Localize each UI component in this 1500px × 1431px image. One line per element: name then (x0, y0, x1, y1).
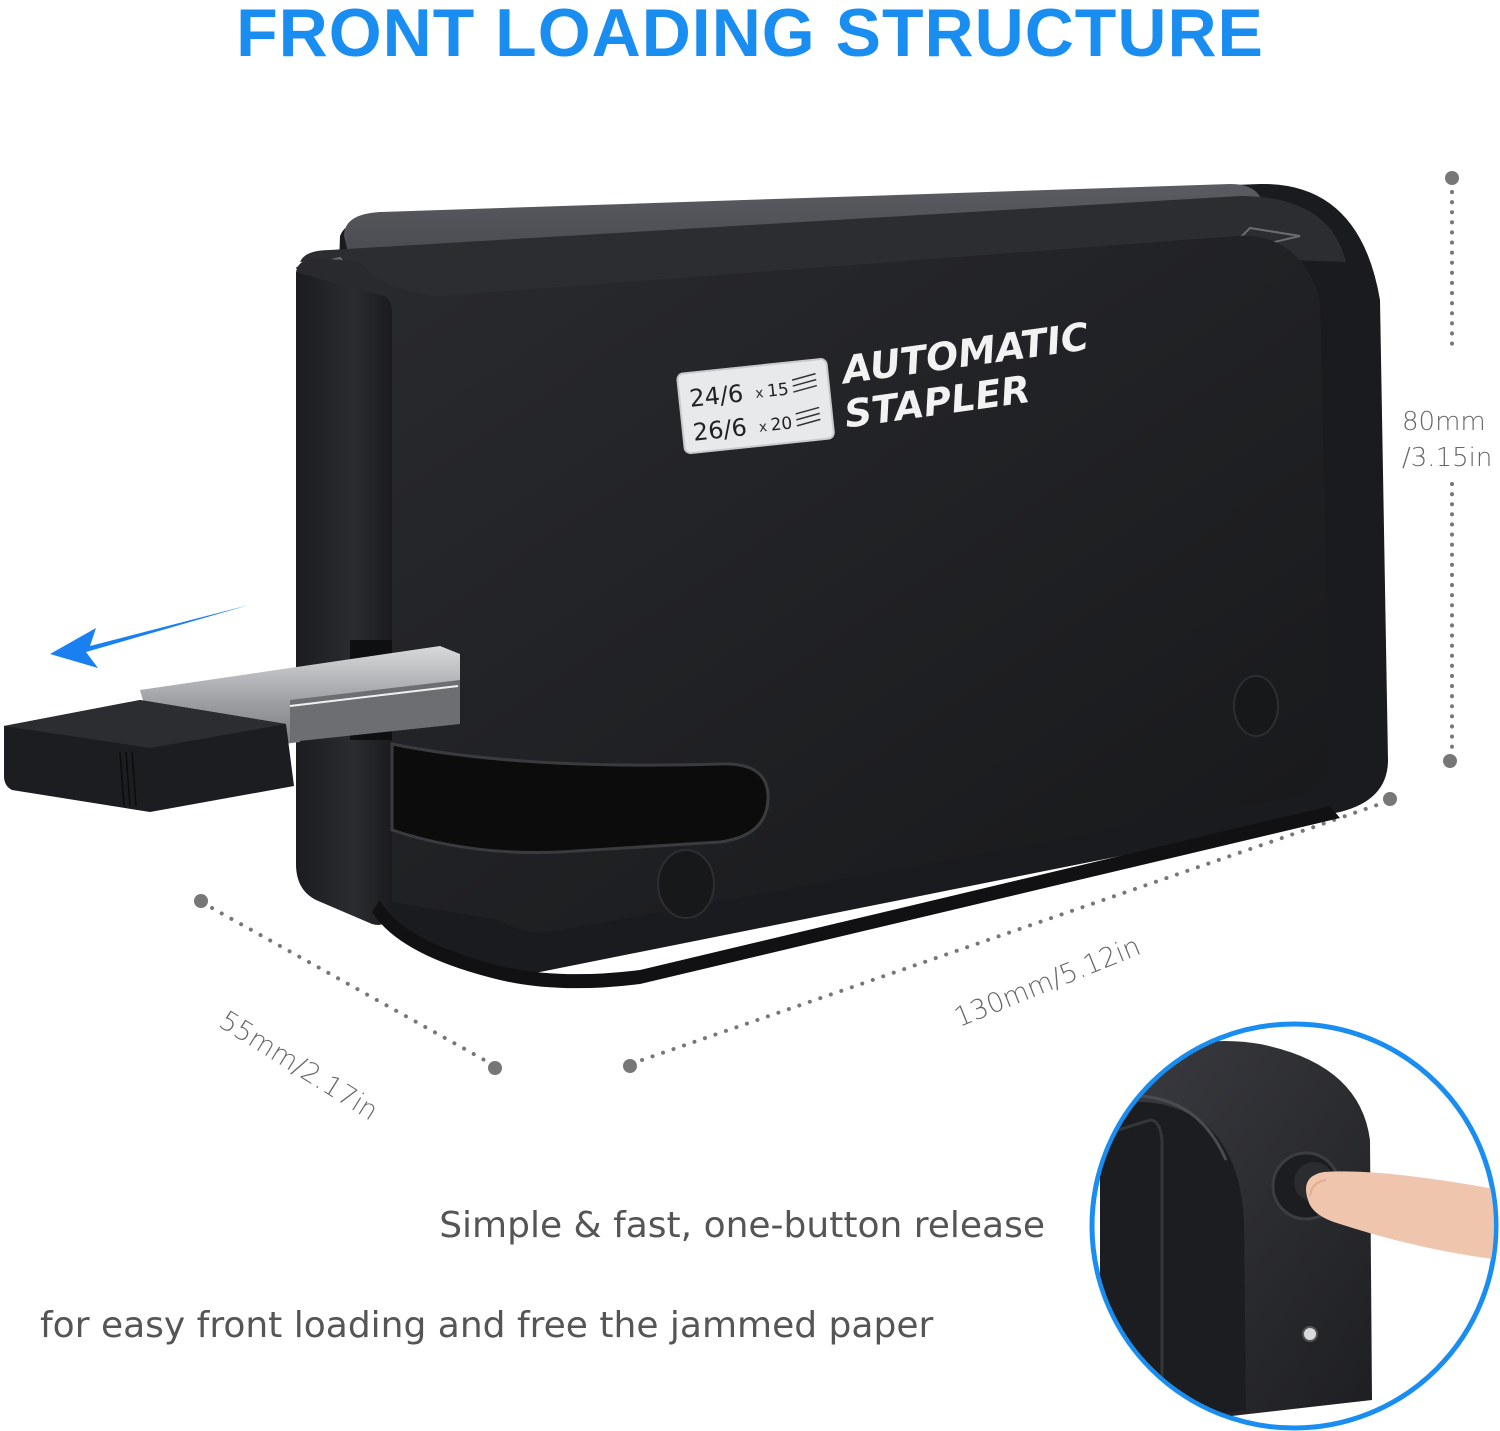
staple-spec-label: 24/6 x 15 26/6 x 20 (676, 358, 835, 455)
spec-row-2-multiplier: x (758, 419, 768, 436)
spec-row-2-size: 26/6 (692, 413, 749, 446)
pull-direction-arrow-icon (50, 605, 249, 668)
height-mm: 80mm (1402, 407, 1486, 437)
paper-stack-icon (795, 406, 821, 427)
height-in: /3.15in (1402, 443, 1493, 473)
spec-row-2-sheets: 20 (770, 413, 794, 435)
release-button-inset (1089, 1021, 1499, 1431)
page-title: FRONT LOADING STRUCTURE (236, 0, 1264, 71)
length-dimension-line (623, 792, 1397, 1073)
height-dimension-label: 80mm /3.15in (1402, 404, 1492, 476)
staple-cartridge[interactable] (4, 646, 460, 812)
stapler-body (295, 183, 1388, 989)
caption-line-2: for easy front loading and free the jamm… (40, 1305, 934, 1346)
spec-row-1-multiplier: x (755, 385, 765, 402)
height-dimension-line (1443, 171, 1459, 768)
paper-stack-icon (791, 372, 818, 393)
spec-row-1-size: 24/6 (688, 379, 745, 412)
spec-row-1-sheets: 15 (766, 380, 790, 402)
width-dimension-line (194, 894, 502, 1075)
caption-line-1: Simple & fast, one-button release (439, 1205, 1045, 1246)
